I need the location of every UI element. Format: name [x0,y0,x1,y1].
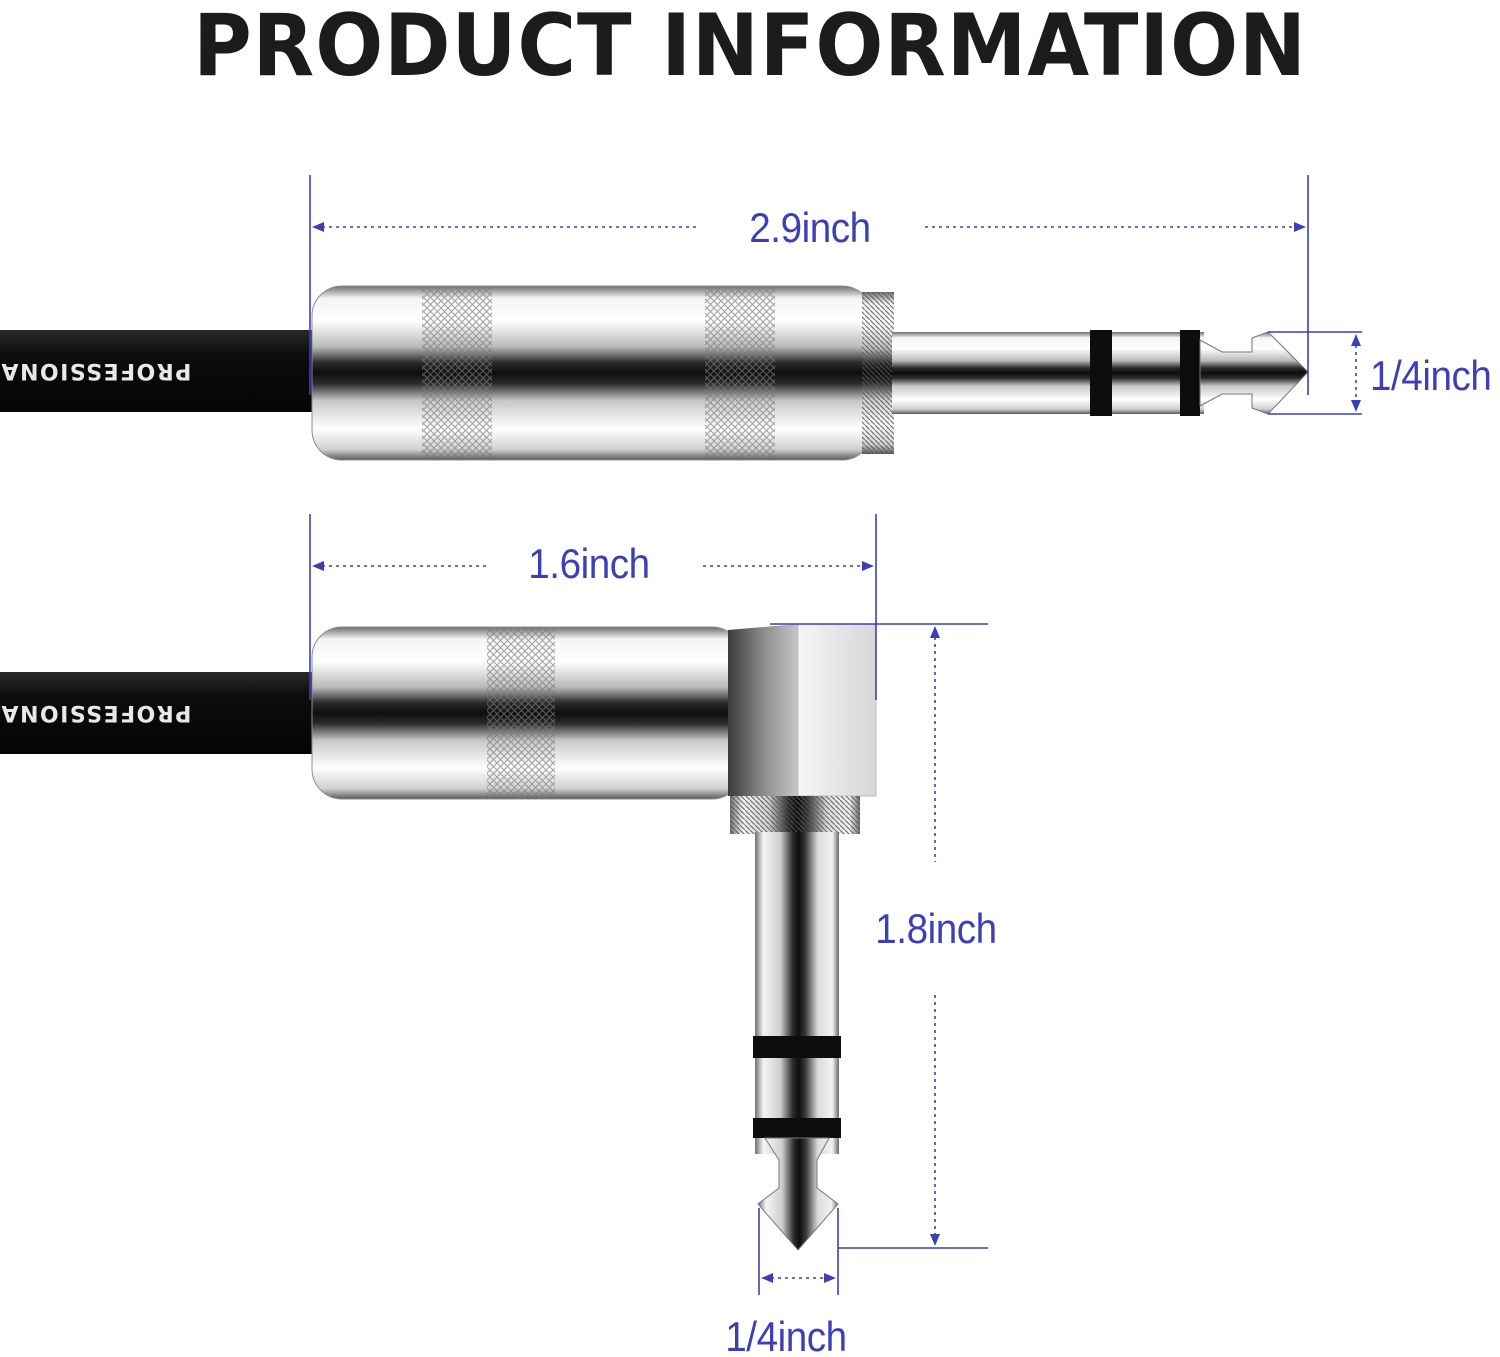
cable-print-top: PROFESSIONA [0,358,192,383]
dim-label-straight-length: 2.9inch [749,204,871,251]
elbow-collar-ridges [730,796,860,834]
insulator-ring [1090,330,1112,416]
angled-tip [757,1137,839,1251]
plug-tip [1199,331,1309,415]
straight-plug [0,285,1309,461]
knurl-band [422,288,492,458]
angled-shaft [755,832,839,1154]
insulator-ring [753,1118,841,1138]
cable-print-bottom: PROFESSIONA [0,700,192,725]
dimension-lines [309,175,1362,1295]
dim-label-angled-height: 1.8inch [875,905,997,952]
knurl-band [705,288,775,458]
plug-collar-ridges [862,292,894,454]
plug-body-top [311,285,873,461]
insulator-ring [753,1036,841,1058]
insulator-ring [1180,330,1200,416]
dimension-arrowheads [312,222,1361,1283]
knurl-band [487,629,555,797]
plug-shaft [892,332,1204,414]
elbow-side [728,624,798,796]
elbow-face [797,623,877,797]
page-title: PRODUCT INFORMATION [193,0,1307,96]
angled-plug [0,623,877,1251]
dim-label-straight-diameter: 1/4inch [1370,352,1492,399]
cable-top [0,330,330,412]
dim-label-angled-diameter: 1/4inch [725,1313,847,1357]
dim-label-angled-body-length: 1.6inch [528,540,650,587]
cable-bottom [0,672,330,754]
